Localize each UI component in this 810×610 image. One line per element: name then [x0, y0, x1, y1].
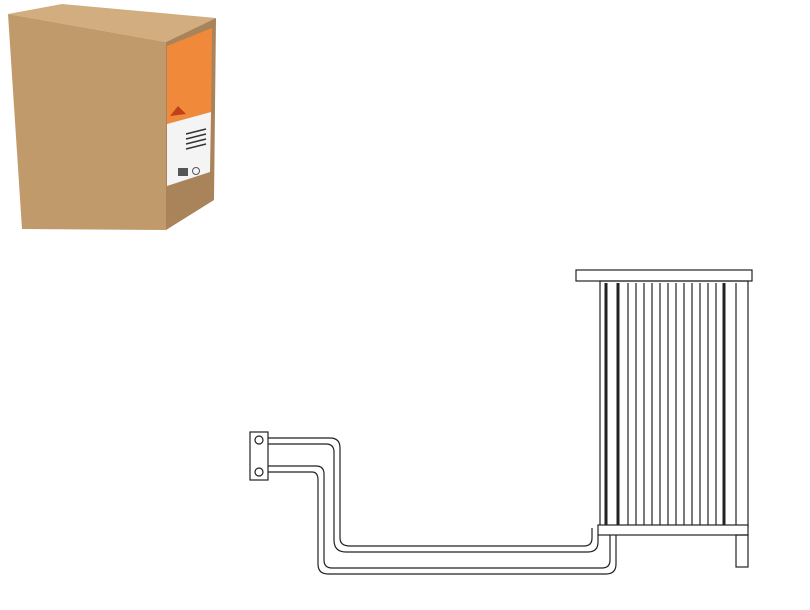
pipe-upper: [268, 437, 593, 547]
oil-cooler-drawing: [249, 269, 753, 575]
bottom-tank: [597, 524, 749, 536]
top-flange: [575, 269, 753, 282]
box-top: [8, 4, 216, 42]
cardboard-box: [8, 4, 216, 230]
box-front: [8, 14, 166, 230]
ce-mark-icon: [178, 168, 188, 176]
inlet-flange: [249, 431, 269, 481]
pipe-lower: [268, 465, 611, 569]
box-label: [167, 28, 212, 186]
brand-logo-icon: [170, 106, 186, 116]
recycle-icon: [192, 167, 200, 175]
drain-fitting: [735, 534, 749, 568]
cooler-fins: [604, 283, 737, 525]
cooler-core: [599, 280, 749, 528]
barcode-icon: [185, 128, 207, 150]
